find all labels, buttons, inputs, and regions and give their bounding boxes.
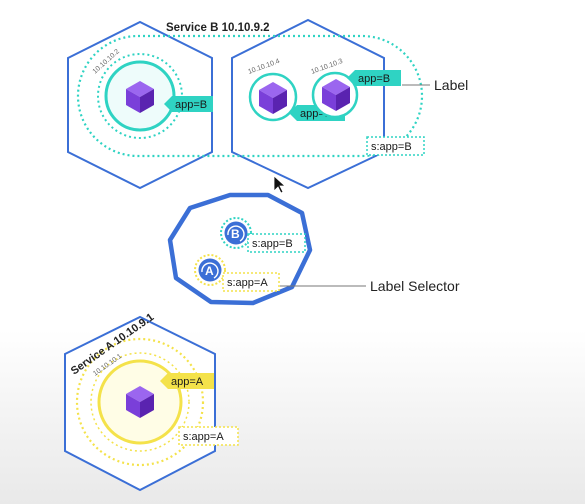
controller-selector-b-box	[247, 233, 306, 253]
controller-selector-a-box	[222, 272, 280, 292]
controller-badge-b-letter: B	[231, 227, 240, 241]
pod-b3-label-tag	[347, 70, 401, 86]
refresh-arrow-a	[201, 262, 219, 279]
mouse-cursor-icon	[273, 175, 287, 194]
refresh-arrow-b	[227, 225, 245, 242]
controller-selector-a: s:app=A	[227, 277, 268, 289]
service-b-boundary	[76, 34, 424, 158]
controller-selector-b: s:app=B	[252, 238, 293, 250]
service-a-selector-box	[178, 426, 239, 446]
service-b-title: Service B 10.10.9.2	[166, 22, 270, 34]
pod-b1-label: app=B	[175, 99, 207, 111]
controller-badge-a-letter: A	[205, 264, 214, 278]
service-a-boundary	[75, 337, 205, 467]
label-callout-text: Label	[434, 77, 468, 93]
pod-b1-label-tag	[164, 96, 213, 112]
label-selector-callout-text: Label Selector	[370, 278, 460, 294]
pod-a1-label-tag	[160, 373, 214, 389]
pod-b3-label: app=B	[358, 73, 390, 85]
service-b-selector: s:app=B	[371, 141, 412, 153]
pod-a1-label: app=A	[171, 376, 204, 388]
service-b-selector-box	[366, 136, 425, 156]
service-a-selector: s:app=A	[183, 431, 224, 443]
